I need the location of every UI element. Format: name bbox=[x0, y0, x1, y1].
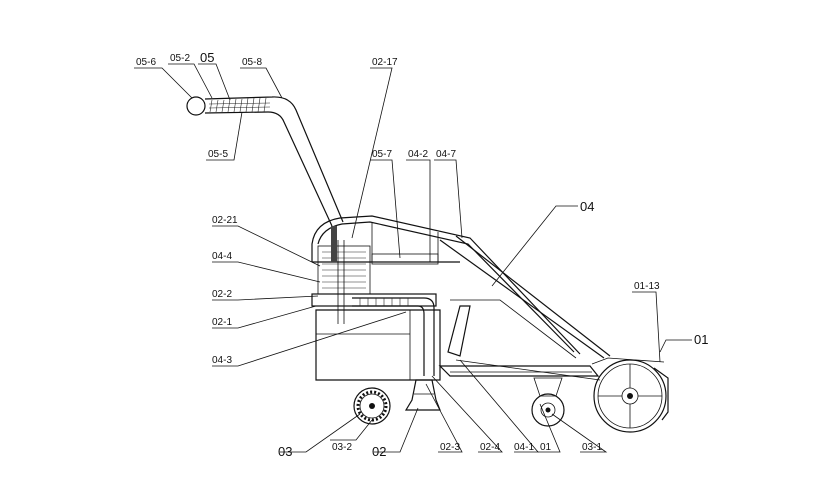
label-02-21: 02-21 bbox=[212, 215, 238, 226]
label-02-2: 02-2 bbox=[212, 289, 232, 300]
label-05-5: 05-5 bbox=[208, 149, 228, 160]
middle-body bbox=[311, 293, 601, 381]
label-04: 04 bbox=[580, 199, 594, 214]
pipe-elbow-outer bbox=[352, 297, 435, 376]
label-05-8: 05-8 bbox=[242, 57, 262, 68]
label-02-4: 02-4 bbox=[480, 442, 500, 453]
part-labels: 05-6 05-2 05 05-8 05-5 02-17 05-7 04-2 0… bbox=[136, 50, 708, 459]
front-wheel-assembly bbox=[591, 357, 669, 433]
label-01-13: 01-13 bbox=[634, 281, 660, 292]
label-03-1: 03-1 bbox=[582, 442, 602, 453]
label-05: 05 bbox=[200, 50, 214, 65]
lower-tank bbox=[315, 309, 441, 381]
handle-grip-texture bbox=[208, 97, 271, 113]
label-04-7: 04-7 bbox=[436, 149, 456, 160]
handle-bar-bottom bbox=[204, 111, 333, 227]
pipe-elbow-inner bbox=[352, 305, 425, 376]
handle-assembly bbox=[186, 96, 344, 227]
small-caster-wheel bbox=[531, 377, 565, 427]
leader-lines bbox=[134, 63, 692, 453]
suction-nozzle bbox=[404, 379, 441, 411]
shaft-housing bbox=[311, 293, 437, 307]
label-02-3: 02-3 bbox=[440, 442, 460, 453]
label-04-1: 04-1 bbox=[514, 442, 534, 453]
label-03-2: 03-2 bbox=[332, 442, 352, 453]
nozzle-body bbox=[404, 379, 441, 411]
label-03: 03 bbox=[278, 444, 292, 459]
label-04-3: 04-3 bbox=[212, 355, 232, 366]
support-arm bbox=[447, 305, 471, 357]
left-wheel bbox=[353, 379, 391, 425]
label-05-2: 05-2 bbox=[170, 53, 190, 64]
motor-coils bbox=[322, 240, 366, 324]
label-05-6: 05-6 bbox=[136, 57, 156, 68]
label-01-right: 01 bbox=[694, 332, 708, 347]
label-02-17: 02-17 bbox=[372, 57, 398, 68]
belt-cover bbox=[439, 235, 611, 359]
label-04-4: 04-4 bbox=[212, 251, 232, 262]
label-05-7: 05-7 bbox=[372, 149, 392, 160]
shaded-column bbox=[331, 226, 337, 262]
housing-inner-outline bbox=[317, 221, 575, 353]
label-01-bottom: 01 bbox=[540, 442, 552, 453]
pipe-ribs bbox=[359, 298, 409, 306]
handle-end-cap bbox=[186, 96, 206, 116]
label-04-2: 04-2 bbox=[408, 149, 428, 160]
label-02: 02 bbox=[372, 444, 386, 459]
label-02-1: 02-1 bbox=[212, 317, 232, 328]
handle-bar-top bbox=[204, 96, 344, 223]
upper-housing bbox=[311, 215, 581, 355]
base-plate bbox=[438, 365, 600, 377]
housing-top-outline bbox=[311, 215, 581, 355]
